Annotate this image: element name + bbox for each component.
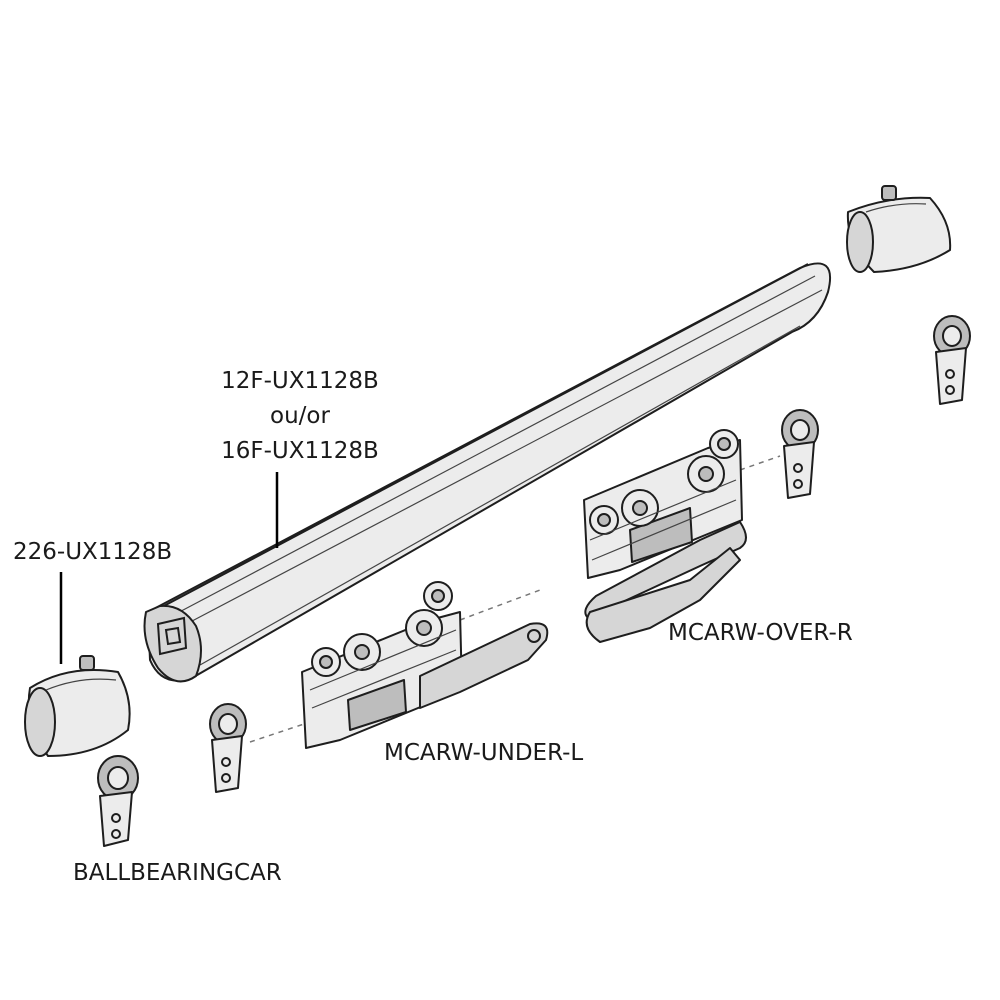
tube-part-number-line2: ou/or bbox=[270, 403, 330, 429]
ball-bearing-label: BALLBEARINGCAR bbox=[73, 860, 282, 886]
carrier-over-r bbox=[583, 429, 747, 643]
ball-bearing-car-mid bbox=[209, 703, 247, 793]
end-cap-left bbox=[24, 655, 131, 757]
ball-bearing-car-left bbox=[97, 755, 139, 847]
carrier-under-l bbox=[301, 581, 549, 749]
tube-part-number-line1: 12F-UX1128B bbox=[221, 368, 379, 394]
carrier-over-label: MCARW-OVER-R bbox=[668, 620, 853, 646]
end-cap-right bbox=[846, 185, 952, 273]
ball-bearing-car-right bbox=[933, 315, 971, 405]
carrier-under-label: MCARW-UNDER-L bbox=[384, 740, 584, 766]
track-tube bbox=[143, 262, 832, 683]
end-cap-label: 226-UX1128B bbox=[13, 539, 173, 565]
tube-part-number-label: 12F-UX1128B ou/or 16F-UX1128B bbox=[210, 370, 390, 463]
ball-bearing-car-upper bbox=[781, 409, 819, 499]
tube-part-number-line3: 16F-UX1128B bbox=[221, 438, 379, 464]
